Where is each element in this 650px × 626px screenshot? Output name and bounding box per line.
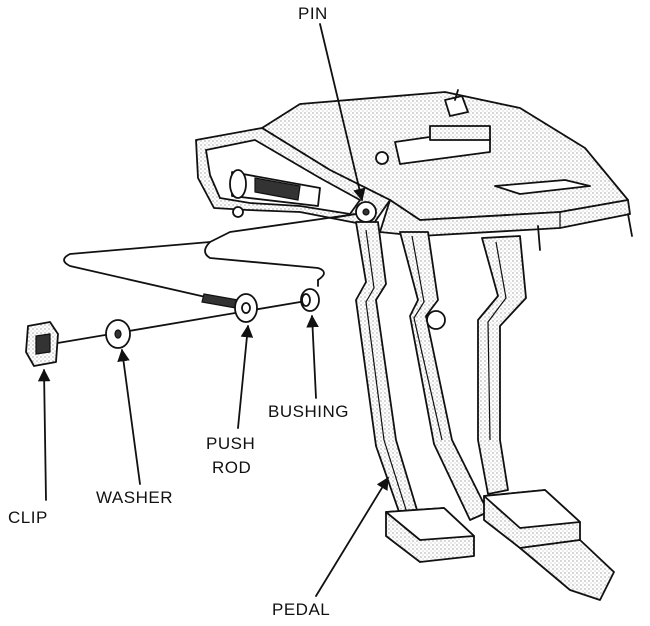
- bushing-label: BUSHING: [268, 402, 349, 421]
- clip-part: [25, 321, 59, 367]
- right-pedal-pad: [483, 489, 615, 601]
- push-rod-label-line1: PUSH: [206, 434, 256, 453]
- bushing-part: [300, 288, 320, 312]
- washer-part: [105, 319, 131, 349]
- push-rod-label-line2: ROD: [212, 458, 252, 477]
- clip-label: CLIP: [8, 508, 48, 527]
- switch-assembly: [229, 89, 491, 207]
- callout-arrows: [37, 23, 389, 597]
- pivot-pin: [355, 201, 377, 223]
- brake-pedal-arm: [477, 235, 527, 495]
- pedal-label: PEDAL: [272, 600, 331, 619]
- middle-pedal-arm: [399, 231, 489, 521]
- pedal-bracket: [195, 91, 633, 251]
- pin-label: PIN: [298, 4, 328, 23]
- left-pedal-pad: [385, 507, 475, 563]
- push-rod-part: [201, 293, 258, 323]
- washer-label: WASHER: [96, 488, 173, 507]
- exploded-view-lines: [39, 213, 357, 347]
